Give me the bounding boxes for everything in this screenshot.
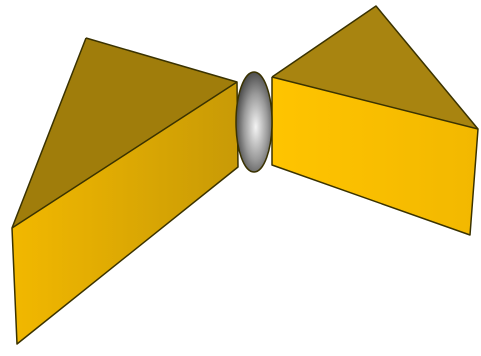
left-wedge-outline (11, 37, 239, 345)
sphere-body (235, 71, 273, 173)
right-wedge-edge (271, 76, 479, 130)
right-wedge-outline (271, 5, 479, 236)
sphere (235, 71, 273, 173)
right-wedge (271, 5, 479, 236)
left-wedge-front-face (12, 82, 238, 344)
left-wedge (11, 37, 239, 345)
right-wedge-top-face (272, 6, 478, 129)
left-wedge-edge (11, 81, 238, 229)
